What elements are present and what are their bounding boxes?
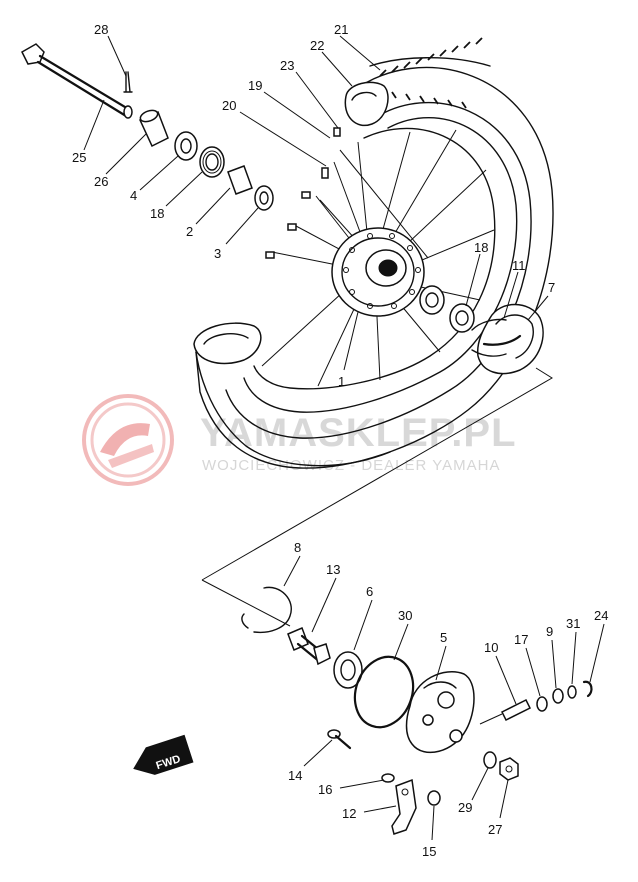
- callout-3: 3: [214, 246, 221, 261]
- tire: [193, 37, 554, 469]
- collar: [139, 109, 169, 148]
- spacer: [227, 165, 253, 195]
- callout-2: 2: [186, 224, 193, 239]
- watermark-logo: [82, 394, 174, 486]
- nut-15: [427, 790, 441, 806]
- callout-12: 12: [342, 806, 356, 821]
- callout-17: 17: [514, 632, 528, 647]
- callout-28: 28: [94, 22, 108, 37]
- callout-13: 13: [326, 562, 340, 577]
- tire-tread: [369, 37, 491, 109]
- callout-7: 7: [548, 280, 555, 295]
- callout-18a: 18: [150, 206, 164, 221]
- spoke-nipples: [265, 127, 341, 259]
- callout-11: 11: [512, 258, 526, 273]
- front-axle: [21, 43, 133, 119]
- callout-29: 29: [458, 800, 472, 815]
- callout-30: 30: [398, 608, 412, 623]
- washer-16: [381, 773, 395, 783]
- hub: [331, 227, 425, 317]
- callout-21: 21: [334, 22, 348, 37]
- callout-24: 24: [594, 608, 608, 623]
- brake-shoes: [471, 303, 544, 375]
- wheel-assembly: [21, 35, 554, 627]
- brake-shoe-plate: [405, 671, 475, 754]
- camshaft: [287, 627, 331, 666]
- washer-29: [483, 751, 497, 769]
- callout-5: 5: [440, 630, 447, 645]
- brake-panel-group: [241, 555, 605, 841]
- oil-seal-right: [449, 303, 475, 333]
- leader-lines-lower: [283, 555, 605, 841]
- callout-numbers: 28 21 22 23 19 20 25 26 4 18 2 3 18 11 7…: [72, 22, 608, 859]
- bolt-14: [327, 729, 352, 750]
- callout-27: 27: [488, 822, 502, 837]
- oil-seal-left: [174, 131, 198, 161]
- callout-25: 25: [72, 150, 86, 165]
- callout-9: 9: [546, 624, 553, 639]
- callout-20: 20: [222, 98, 236, 113]
- leader-lines-upper: [83, 35, 549, 371]
- bearing-left: [199, 146, 225, 178]
- callout-26: 26: [94, 174, 108, 189]
- callout-10: 10: [484, 640, 498, 655]
- bearing-3: [254, 185, 274, 211]
- hub-bearing-right: [419, 285, 445, 315]
- callout-23: 23: [280, 58, 294, 73]
- circlip: [241, 586, 292, 634]
- watermark-brand: YAMASKLEP.PL: [200, 411, 517, 455]
- brake-seal: [333, 651, 363, 689]
- speedometer-drive: [479, 680, 593, 725]
- callout-18b: 18: [474, 240, 488, 255]
- callout-8: 8: [294, 540, 301, 555]
- callout-22: 22: [310, 38, 324, 53]
- cam-lever: [391, 778, 417, 835]
- detail-connector: [201, 367, 553, 627]
- callout-4: 4: [130, 188, 137, 203]
- watermark: YAMASKLEP.PL WOJCIECHOWICZ - DEALER YAMA…: [82, 394, 517, 486]
- watermark-tagline: WOJCIECHOWICZ - DEALER YAMAHA: [202, 457, 500, 474]
- callout-16: 16: [318, 782, 332, 797]
- callout-19a: 19: [248, 78, 262, 93]
- callout-31: 31: [566, 616, 580, 631]
- axle-nut: [499, 757, 519, 781]
- callout-14: 14: [288, 768, 302, 783]
- callout-6: 6: [366, 584, 373, 599]
- callout-1: 1: [338, 374, 345, 389]
- callout-15: 15: [422, 844, 436, 859]
- forward-direction-arrow: FWD: [133, 734, 194, 775]
- rim: [253, 127, 496, 390]
